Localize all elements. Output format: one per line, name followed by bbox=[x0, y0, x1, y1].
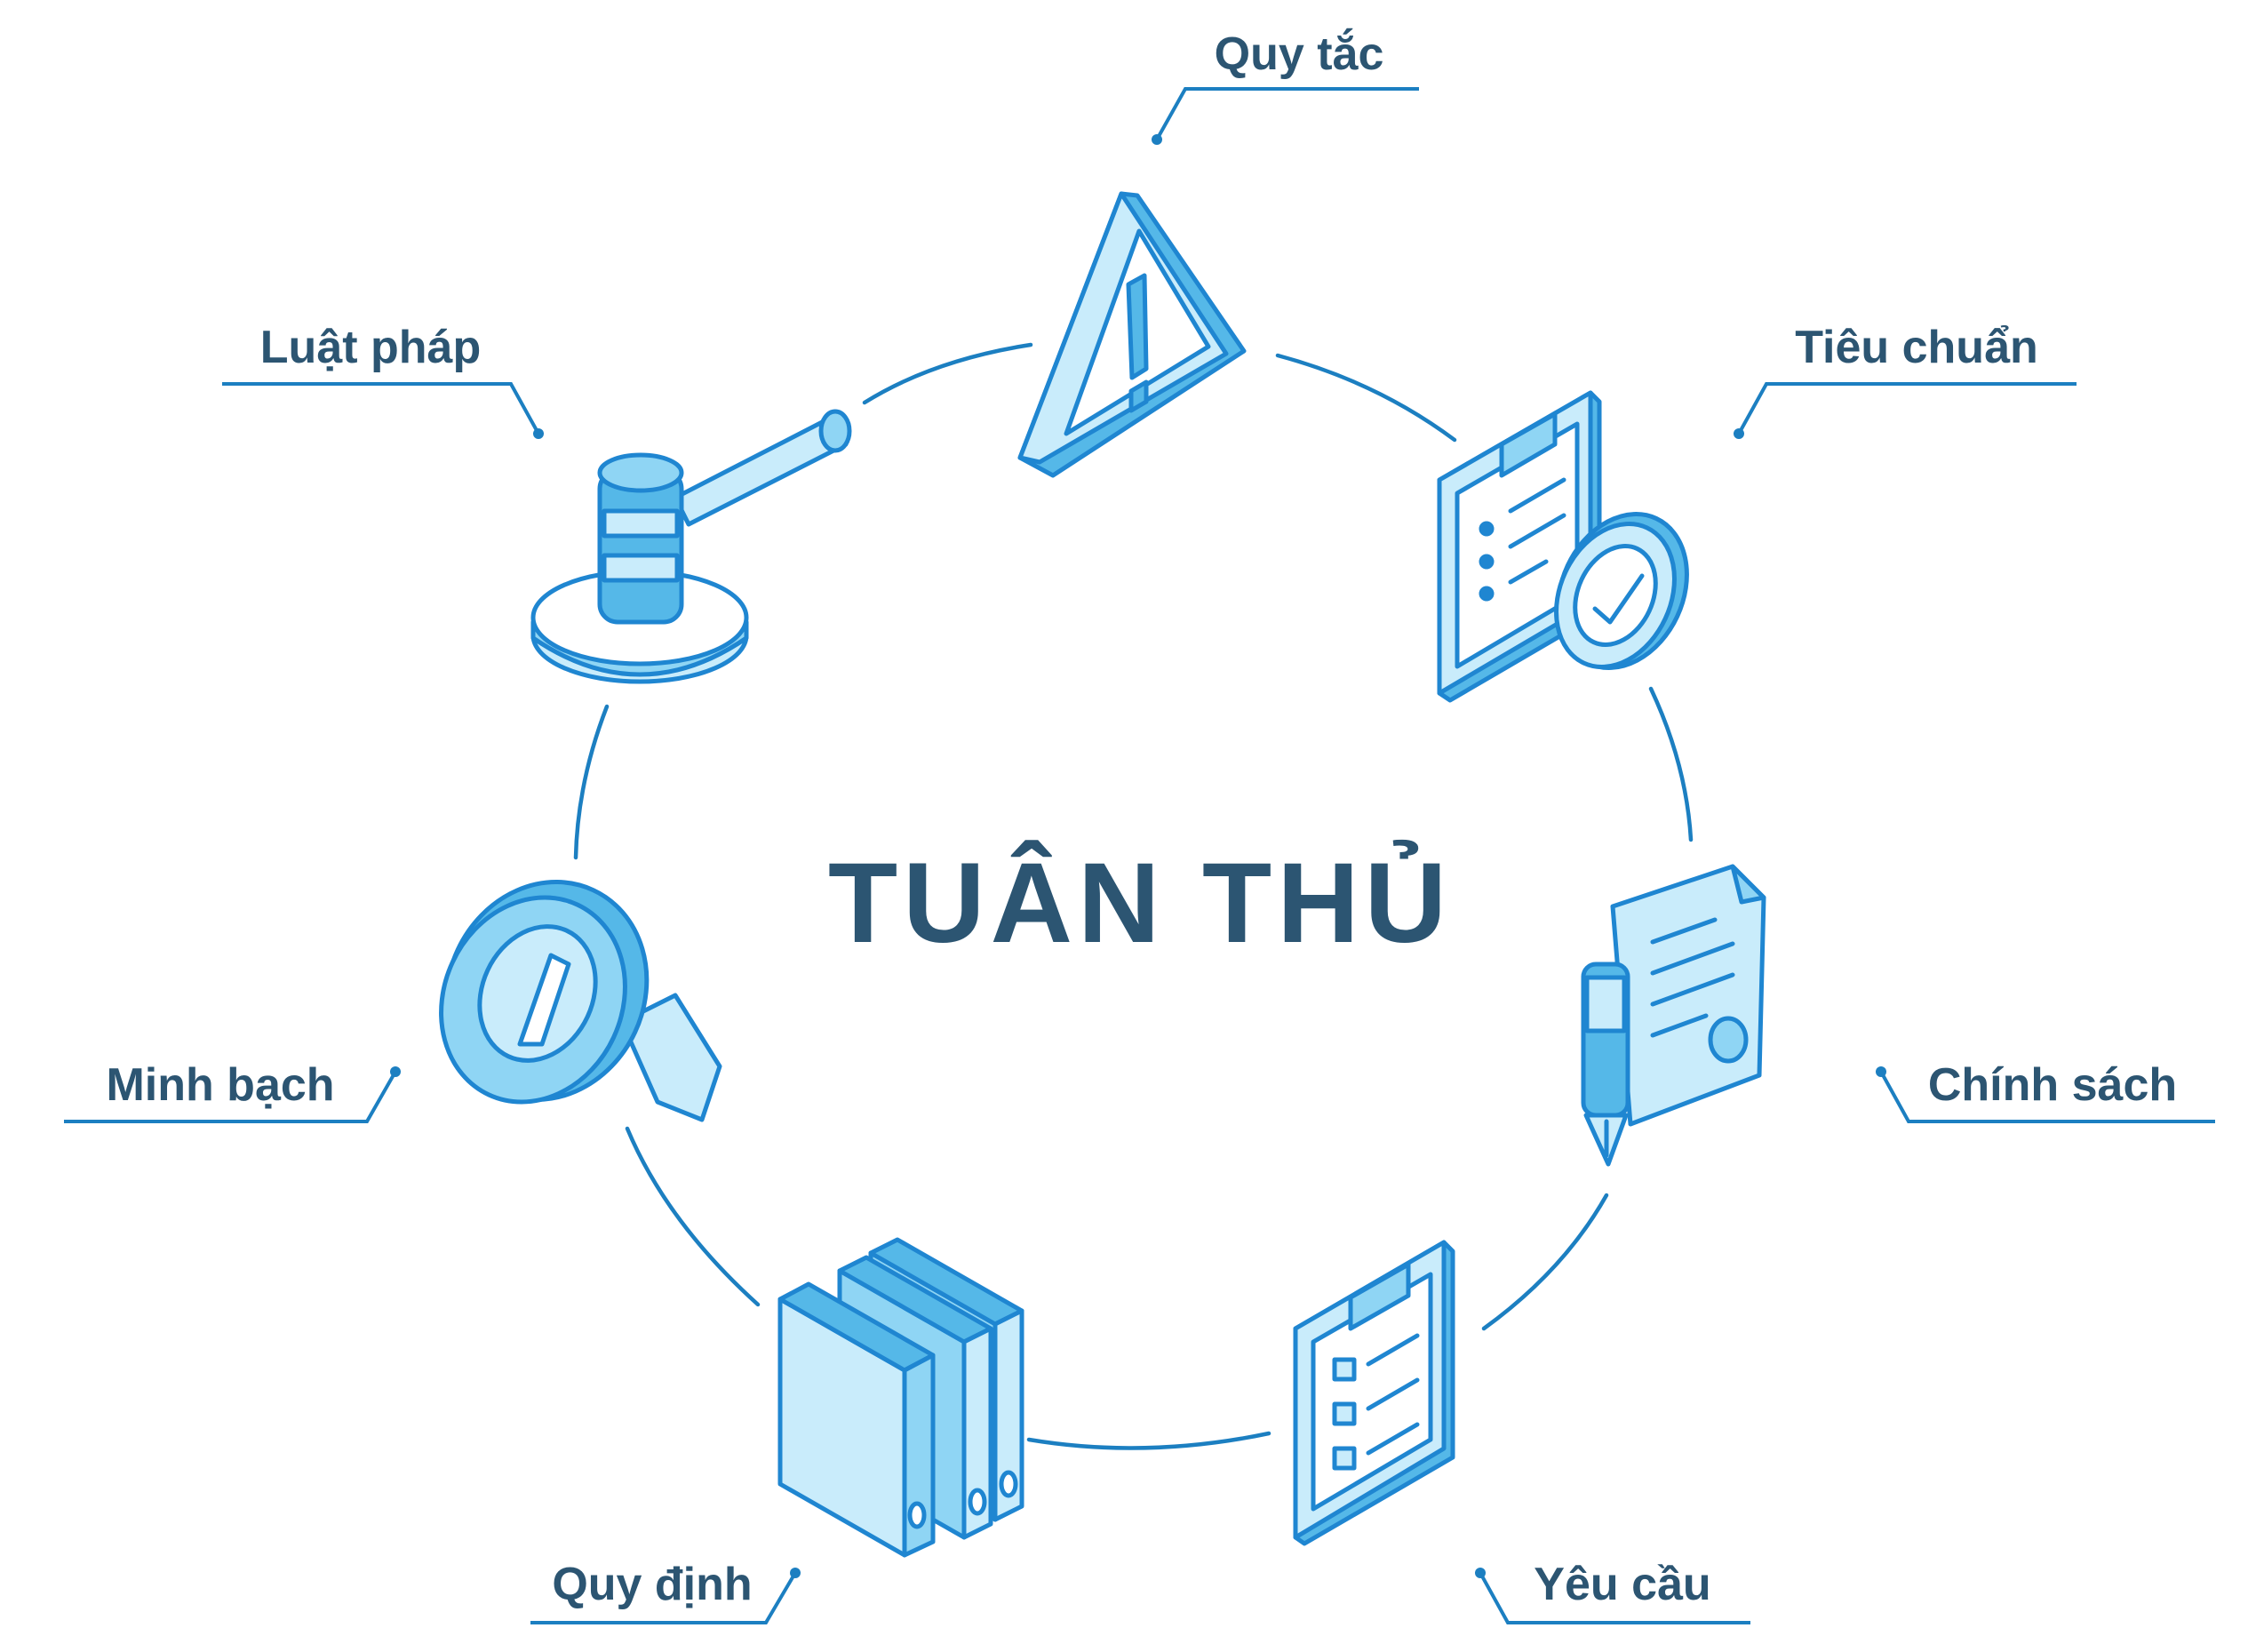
connector-dot bbox=[790, 1568, 801, 1578]
ring-arc bbox=[573, 704, 610, 860]
label-yeu-cau: Yêu cầu bbox=[1534, 1559, 1710, 1610]
connector-dot bbox=[1734, 428, 1744, 439]
certificate-pen-icon bbox=[1581, 864, 1766, 1167]
binders-icon bbox=[777, 1237, 1024, 1558]
connector-dot bbox=[1152, 134, 1162, 145]
connector-quy-tac bbox=[1155, 87, 1419, 140]
connector-minh-bach bbox=[64, 1071, 397, 1123]
connector-tieu-chuan bbox=[1737, 382, 2077, 435]
magnifier-icon bbox=[439, 880, 722, 1122]
label-minh-bach: Minh bạch bbox=[106, 1059, 334, 1111]
ring-arc bbox=[1648, 686, 1694, 842]
connector-dot bbox=[533, 428, 544, 439]
label-quy-dinh: Quy định bbox=[552, 1559, 752, 1610]
ring-arc bbox=[1275, 353, 1457, 443]
label-luat-phap: Luật pháp bbox=[260, 322, 481, 373]
gavel-icon bbox=[530, 409, 852, 684]
connector-chinh-sach bbox=[1879, 1071, 2215, 1123]
warning-triangle-icon bbox=[1017, 191, 1247, 478]
cycle-ring bbox=[573, 342, 1694, 1450]
clipboard-checklist-icon bbox=[1293, 1240, 1455, 1546]
connector-dot bbox=[1475, 1568, 1486, 1578]
ring-arc bbox=[625, 1126, 761, 1307]
label-tieu-chuan: Tiêu chuẩn bbox=[1795, 322, 2038, 373]
connector-yeu-cau bbox=[1479, 1572, 1750, 1624]
connector-dot bbox=[390, 1066, 401, 1077]
ring-arc bbox=[862, 342, 1033, 405]
checklist-badge-icon bbox=[1437, 390, 1689, 703]
connector-dot bbox=[1876, 1066, 1886, 1077]
ring-arc bbox=[1026, 1431, 1271, 1450]
ring-arc bbox=[1481, 1193, 1609, 1331]
connector-quy-dinh bbox=[530, 1571, 797, 1624]
connector-luat-phap bbox=[222, 382, 540, 435]
label-connectors bbox=[64, 87, 2215, 1624]
center-title: TUÂN THỦ bbox=[828, 839, 1452, 967]
label-quy-tac: Quy tắc bbox=[1215, 28, 1384, 80]
label-chinh-sach: Chính sách bbox=[1928, 1059, 2177, 1111]
